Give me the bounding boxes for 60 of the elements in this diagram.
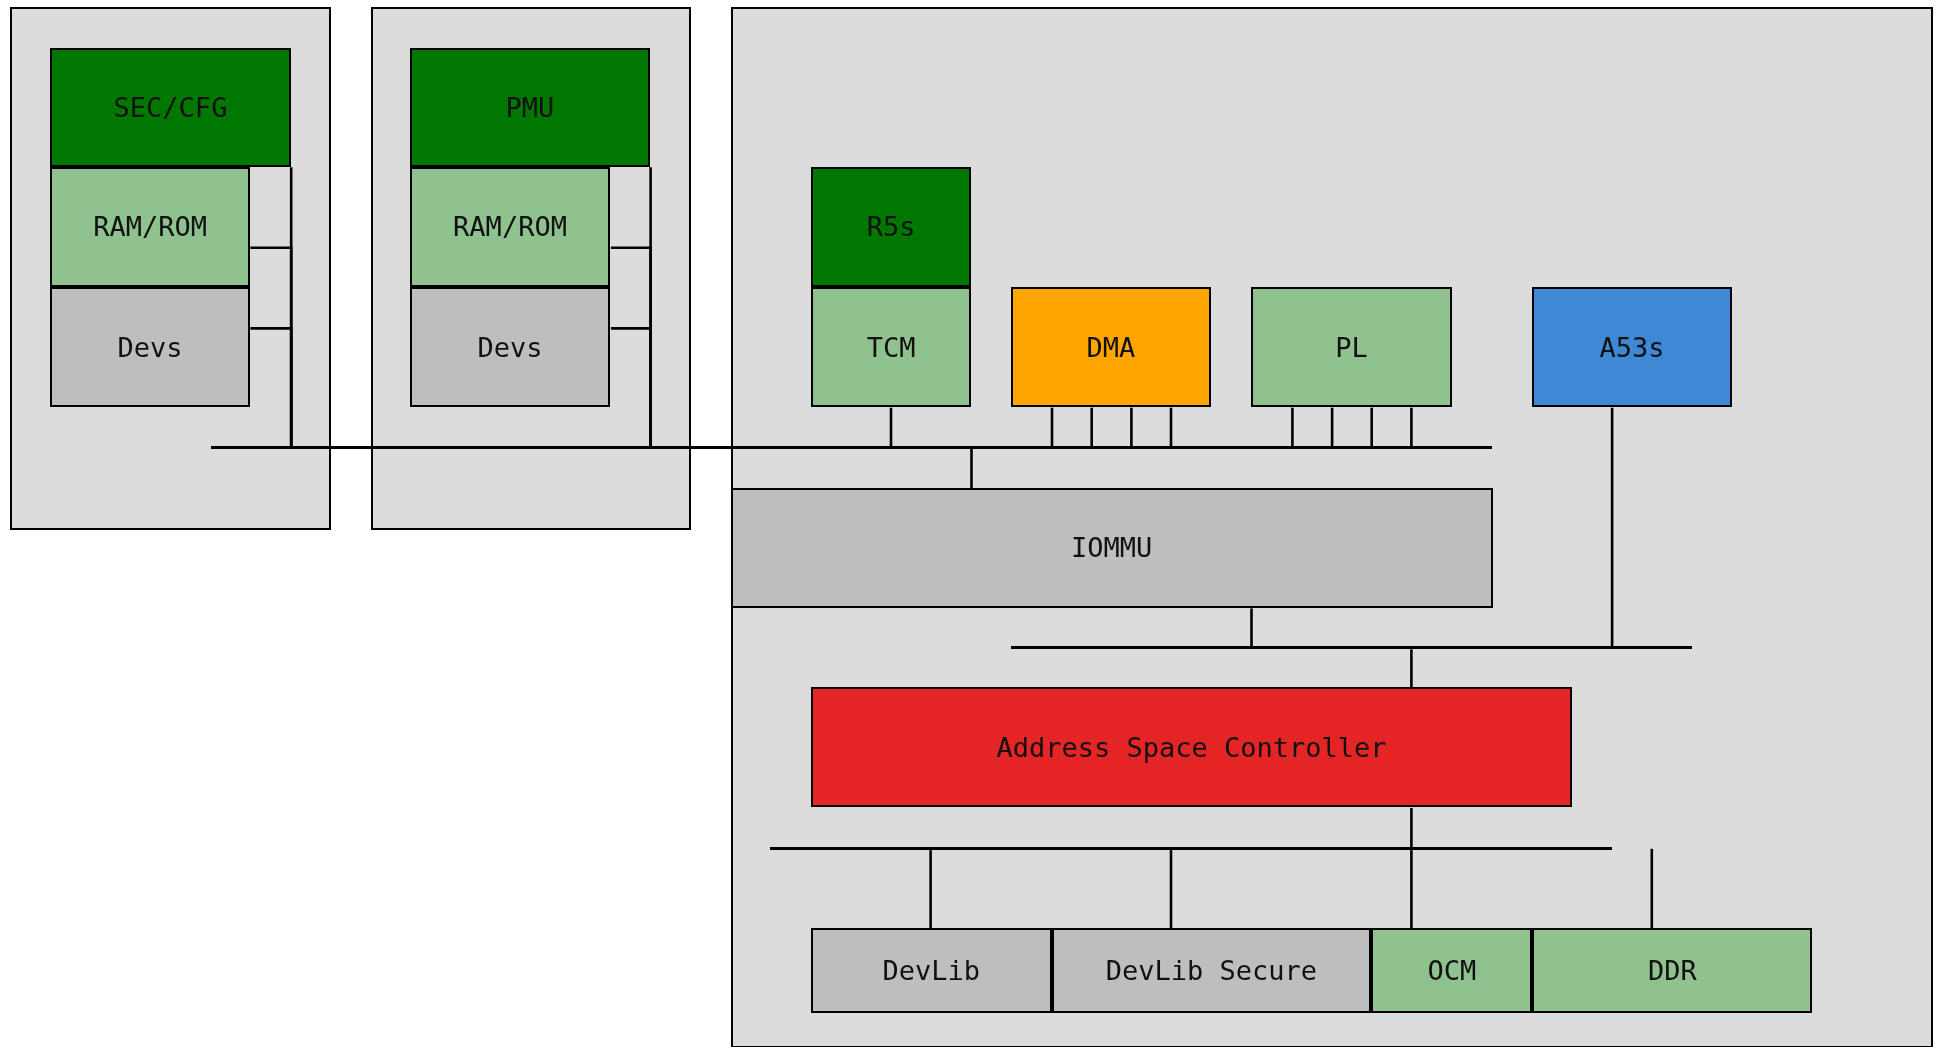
connector-line [610,327,652,447]
block [50,166,250,287]
connector-line [250,327,293,447]
block-label: IOMMU [1071,532,1153,564]
connector-line [929,850,932,929]
connector-line [1090,407,1093,447]
block [1532,286,1732,408]
connector-line [1330,407,1334,447]
panel [370,7,692,531]
connector-line [970,448,973,489]
block-label: OCM [1427,954,1477,986]
block [409,166,611,287]
block [1010,286,1212,408]
block [811,927,1052,1014]
block-label: R5s [866,211,916,243]
block-label: RAM/ROM [93,211,207,243]
block-label: A53s [1599,331,1665,363]
block [409,286,611,408]
bus-line [770,847,1612,850]
block-label: Address Space Controller [996,731,1387,763]
block-label: RAM/ROM [453,211,567,243]
block-label: Devs [477,331,543,363]
connector-line [1610,407,1614,647]
connector-line [1130,407,1133,447]
connector-line [889,407,893,447]
connector-line [1650,848,1654,929]
block-label: DDR [1647,954,1697,986]
block [730,487,1493,608]
block [1051,927,1372,1014]
connector-line [1410,807,1413,848]
block [1251,286,1452,408]
block [1532,927,1813,1014]
block-label: DevLib [882,954,981,986]
connector-line [1410,850,1413,929]
block [50,286,250,408]
block-label: PL [1335,331,1368,363]
connector-line [1169,407,1173,447]
block [811,286,971,408]
bus-line [210,446,1492,449]
block-label: Devs [117,331,183,363]
connector-line [1050,407,1054,447]
bus-line [1010,646,1693,649]
block-label: DevLib Secure [1105,954,1318,986]
connector-line [1291,407,1294,447]
connector-line [1169,850,1173,929]
connector-line [1410,407,1413,447]
block-label: DMA [1086,331,1136,363]
block-label: SEC/CFG [113,91,228,123]
panel [731,7,1934,1047]
block-label: TCM [866,331,916,363]
panel [9,7,331,531]
block [50,47,291,167]
block [811,166,971,287]
block [1371,927,1533,1014]
connector-line [1410,649,1413,688]
connector-line [1250,608,1253,647]
block [811,687,1572,808]
block [409,47,651,167]
connector-line [1370,407,1373,447]
block-label: PMU [505,91,555,123]
